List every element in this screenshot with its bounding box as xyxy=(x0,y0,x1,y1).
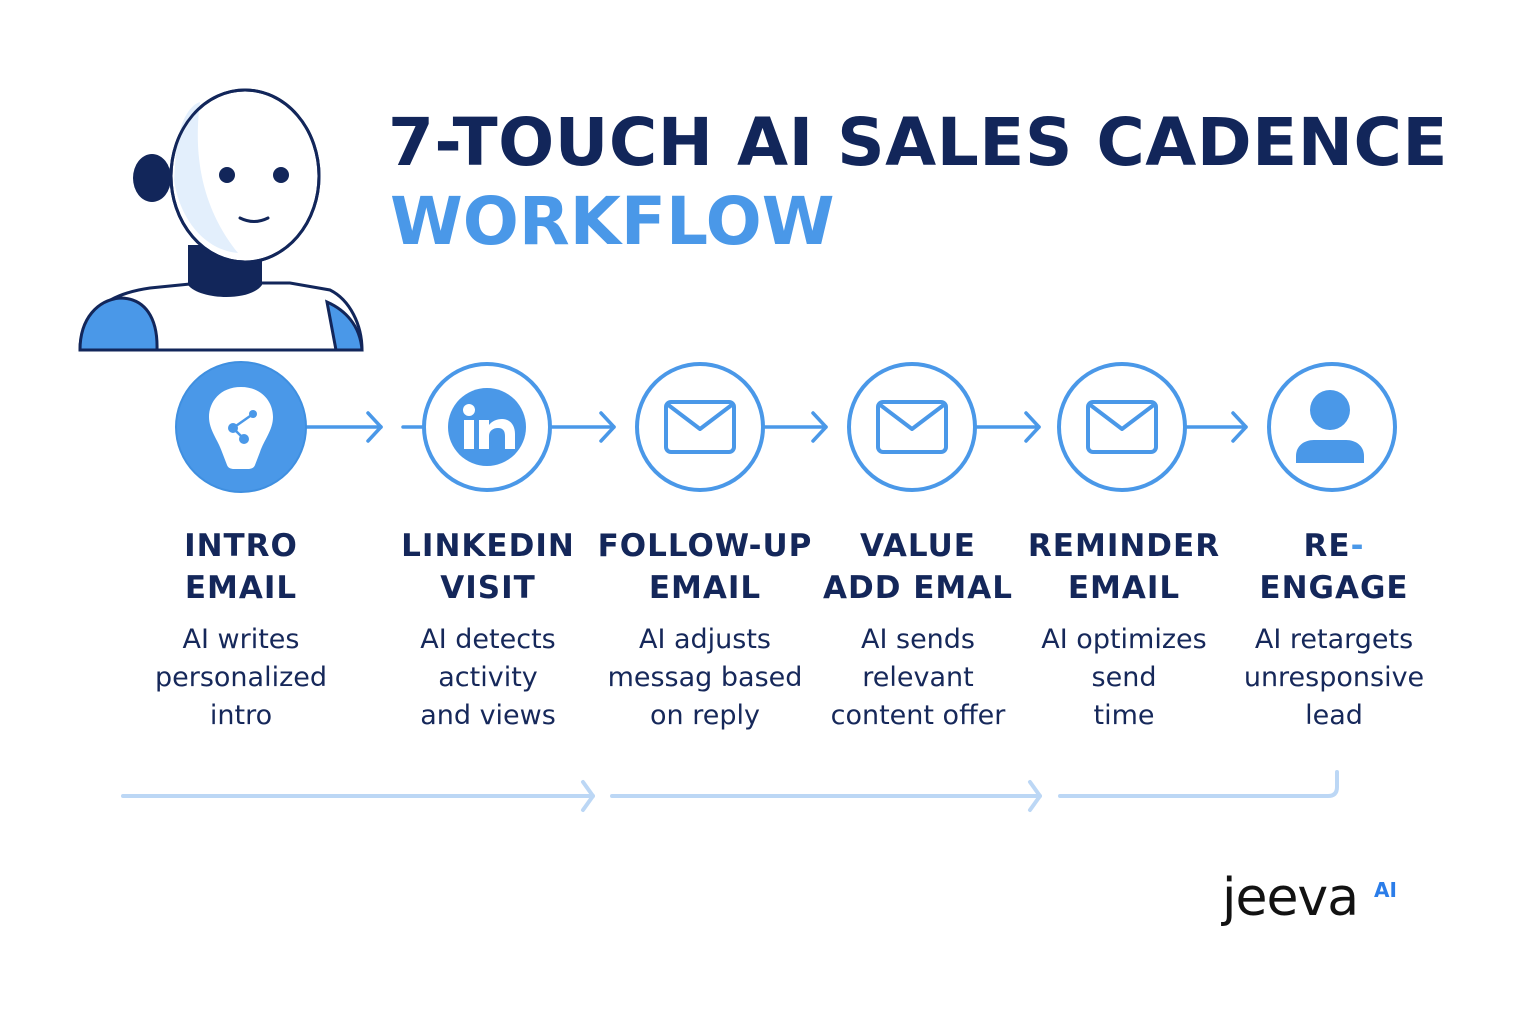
user-icon xyxy=(1296,390,1364,463)
page-title: 7-TOUCH AI SALES CADENCE xyxy=(388,104,1449,181)
desc-line: send xyxy=(1091,662,1157,693)
step-title: INTRO EMAIL xyxy=(131,525,351,609)
step-description: AI writes personalized intro xyxy=(131,621,351,735)
desc-line: AI writes xyxy=(182,624,300,655)
desc-line: lead xyxy=(1305,700,1363,731)
step-1-icon-circle xyxy=(175,361,307,493)
step-title-text: RE xyxy=(1303,528,1351,564)
step-title-line2: EMAIL xyxy=(1067,570,1181,606)
step-3-icon-circle xyxy=(635,362,765,492)
step-title-line2: EMAIL xyxy=(648,570,762,606)
step-value-add-email: VALUE ADD EMAL AI sends relevant content… xyxy=(808,525,1028,735)
step-re-engage: RE- ENGAGE AI retargets unresponsive lea… xyxy=(1224,525,1444,735)
step-title-line1: LINKEDIN xyxy=(401,528,575,564)
step-title-line1: FOLLOW-UP xyxy=(597,528,813,564)
step-description: AI detects activity and views xyxy=(378,621,598,735)
step-intro-email: INTRO EMAIL AI writes personalized intro xyxy=(131,525,351,735)
desc-line: activity xyxy=(438,662,538,693)
step-title-line2: ENGAGE xyxy=(1259,570,1409,606)
step-description: AI optimizes send time xyxy=(1014,621,1234,735)
desc-line: and views xyxy=(420,700,556,731)
step-follow-up-email: FOLLOW-UP EMAIL AI adjusts messag based … xyxy=(595,525,815,735)
step-title: FOLLOW-UP EMAIL xyxy=(595,525,815,609)
step-title-line2: VISIT xyxy=(440,570,536,606)
page-subtitle: WORKFLOW xyxy=(390,183,835,260)
desc-line: AI detects xyxy=(420,624,556,655)
hyphen-accent: - xyxy=(1350,528,1365,564)
desc-line: unresponsive xyxy=(1243,662,1425,693)
lightbulb-share-icon xyxy=(209,387,273,469)
step-title-line1: REMINDER xyxy=(1027,528,1221,564)
step-4-icon-circle xyxy=(847,362,977,492)
step-linkedin-visit: LINKEDIN VISIT AI detects activity and v… xyxy=(378,525,598,735)
desc-line: AI adjusts xyxy=(638,624,772,655)
step-6-icon-circle xyxy=(1267,362,1397,492)
step-title: REMINDER EMAIL xyxy=(1014,525,1234,609)
desc-line: content offer xyxy=(830,700,1006,731)
desc-line: messag based xyxy=(607,662,803,693)
step-title-line1: VALUE xyxy=(860,528,976,564)
bottom-progress-arrows xyxy=(121,770,1339,812)
step-reminder-email: REMINDER EMAIL AI optimizes send time xyxy=(1014,525,1234,735)
step-title-line1: RE- xyxy=(1224,525,1444,567)
logo-ai-suffix: AI xyxy=(1374,878,1397,902)
step-description: AI adjusts messag based on reply xyxy=(595,621,815,735)
envelope-icon xyxy=(664,400,736,454)
connector-arrows xyxy=(304,411,1248,443)
workflow-icons-row xyxy=(175,361,1397,493)
envelope-icon xyxy=(1086,400,1158,454)
envelope-icon xyxy=(876,400,948,454)
desc-line: AI retargets xyxy=(1254,624,1414,655)
logo-wordmark: jeeva xyxy=(1222,868,1359,928)
step-title-line1: INTRO xyxy=(184,528,298,564)
step-2-icon-circle xyxy=(422,362,552,492)
step-title: LINKEDIN VISIT xyxy=(378,525,598,609)
desc-line: time xyxy=(1093,700,1155,731)
jeeva-ai-logo: jeeva AI xyxy=(1222,868,1422,938)
robot-mascot-icon xyxy=(78,88,364,352)
desc-line: AI optimizes xyxy=(1041,624,1207,655)
step-title-line2: ADD EMAL xyxy=(822,570,1014,606)
desc-line: relevant xyxy=(862,662,974,693)
step-description: AI retargets unresponsive lead xyxy=(1224,621,1444,735)
step-5-icon-circle xyxy=(1057,362,1187,492)
desc-line: on reply xyxy=(650,700,760,731)
step-description: AI sends relevant content offer xyxy=(808,621,1028,735)
step-title-line2: EMAIL xyxy=(184,570,298,606)
desc-line: AI sends xyxy=(860,624,975,655)
step-title: RE- ENGAGE xyxy=(1224,525,1444,609)
desc-line: personalized xyxy=(154,662,328,693)
step-title: VALUE ADD EMAL xyxy=(808,525,1028,609)
desc-line: intro xyxy=(209,700,273,731)
linkedin-icon xyxy=(448,388,526,466)
